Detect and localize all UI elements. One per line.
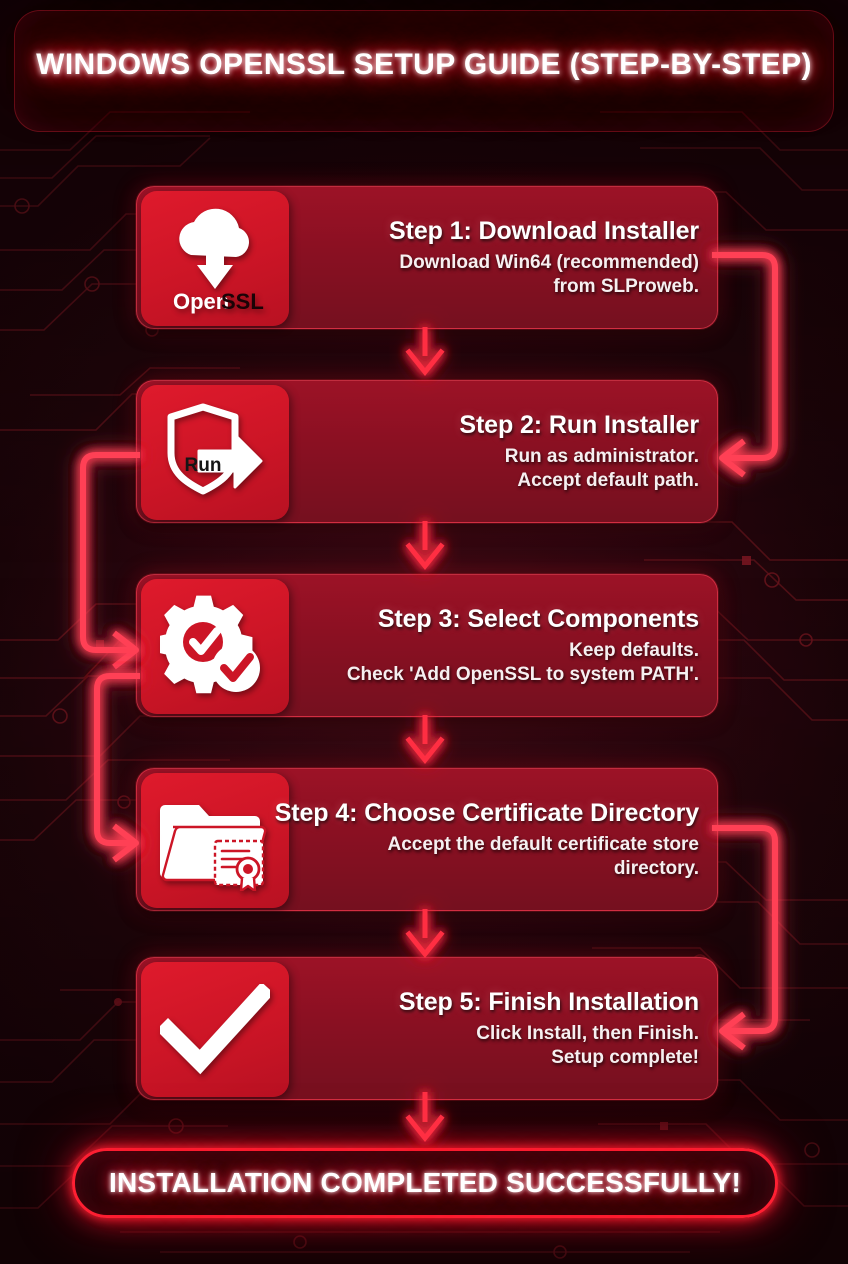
step-desc-2-line1: Run as administrator.: [504, 446, 699, 468]
step-desc-4-line2: directory.: [613, 857, 699, 879]
step-desc-1-line2: from SLProweb.: [553, 275, 699, 297]
step-desc-5-line1: Click Install, then Finish.: [476, 1023, 699, 1045]
step-card-2[interactable]: Run Step 2: Run Installer Run as adminis…: [136, 380, 718, 523]
step-desc-1: Download Win64 (recommended) from SLProw…: [399, 251, 699, 297]
step-body-1: Step 1: Download Installer Download Win6…: [299, 187, 699, 328]
checkmark-icon: [141, 962, 289, 1097]
completion-banner: INSTALLATION COMPLETED SUCCESSFULLY!: [72, 1148, 778, 1218]
step-desc-5-line2: Setup complete!: [551, 1046, 699, 1068]
openssl-logo-ssl: SSL: [221, 289, 264, 314]
step-body-4: Step 4: Choose Certificate Directory Acc…: [275, 769, 699, 910]
step-desc-2-line2: Accept default path.: [517, 469, 699, 491]
step-body-5: Step 5: Finish Installation Click Instal…: [299, 958, 699, 1099]
down-arrow-step2-step3: [405, 521, 445, 571]
completion-banner-text: INSTALLATION COMPLETED SUCCESSFULLY!: [108, 1167, 742, 1198]
down-arrow-step1-step2: [405, 327, 445, 377]
loop-connector-step1-step2: [712, 252, 778, 478]
step-desc-1-line1: Download Win64 (recommended): [399, 252, 699, 274]
step-body-3: Step 3: Select Components Keep defaults.…: [299, 575, 699, 716]
step-desc-4-line1: Accept the default certificate store: [387, 834, 699, 856]
step-card-4[interactable]: Step 4: Choose Certificate Directory Acc…: [136, 768, 718, 911]
page-title: WINDOWS OPENSSL SETUP GUIDE (STEP-BY-STE…: [36, 48, 812, 81]
cloud-download-openssl-icon: Open SSL: [141, 191, 289, 326]
step-title-4: Step 4: Choose Certificate Directory: [274, 799, 699, 828]
shield-run-arrow-icon: Run: [141, 385, 289, 520]
step-title-2: Step 2: Run Installer: [459, 411, 699, 440]
step-desc-4: Accept the default certificate store dir…: [388, 833, 699, 879]
step-card-1[interactable]: Open SSL Step 1: Download Installer Down…: [136, 186, 718, 329]
loop-connector-step3-step4: [94, 673, 140, 863]
folder-certificate-icon: [141, 773, 289, 908]
step-desc-3: Keep defaults. Check 'Add OpenSSL to sys…: [347, 639, 699, 685]
loop-connector-step2-step3: [80, 452, 140, 670]
step-desc-3-line1: Keep defaults.: [569, 640, 699, 662]
step-title-5: Step 5: Finish Installation: [398, 988, 699, 1017]
gear-checkmark-icon: [141, 579, 289, 714]
shield-run-label: Run: [185, 455, 222, 476]
step-title-1: Step 1: Download Installer: [389, 217, 699, 246]
step-card-5[interactable]: Step 5: Finish Installation Click Instal…: [136, 957, 718, 1100]
step-desc-5: Click Install, then Finish. Setup comple…: [476, 1022, 699, 1068]
step-title-3: Step 3: Select Components: [377, 605, 699, 634]
step-desc-2: Run as administrator. Accept default pat…: [505, 445, 699, 491]
step-desc-3-line2: Check 'Add OpenSSL to system PATH'.: [346, 663, 699, 685]
step-body-2: Step 2: Run Installer Run as administrat…: [299, 381, 699, 522]
step-card-3[interactable]: Step 3: Select Components Keep defaults.…: [136, 574, 718, 717]
loop-connector-step4-step5: [712, 825, 778, 1051]
down-arrow-step3-step4: [405, 715, 445, 765]
down-arrow-step4-step5: [405, 909, 445, 959]
